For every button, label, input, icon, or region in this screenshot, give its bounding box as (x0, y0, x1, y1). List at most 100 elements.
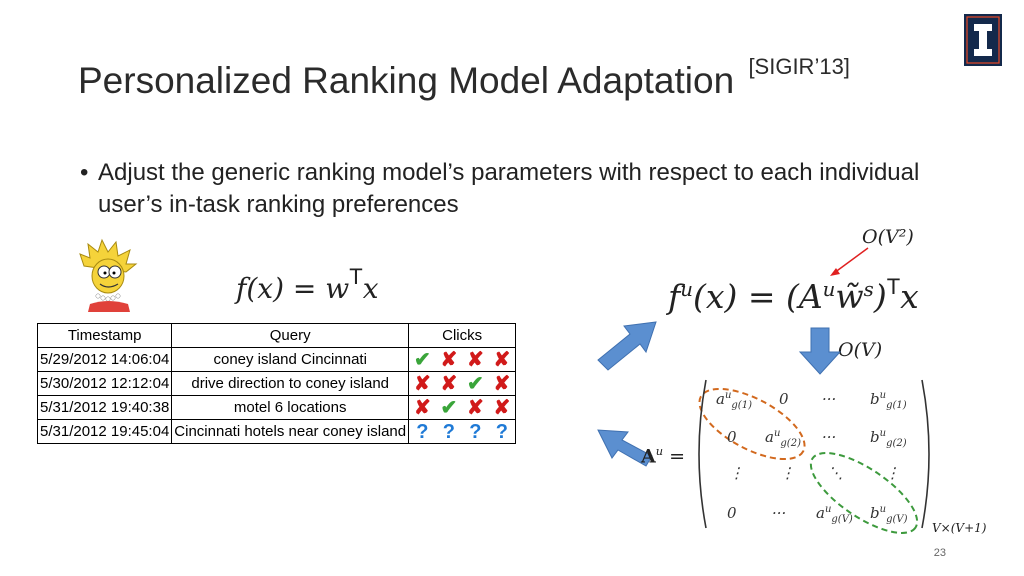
table-header-row: Timestamp Query Clicks (36, 323, 517, 348)
cell-r1c4-base: b (870, 390, 880, 408)
clicks-cell: ✔✘✘✘ (408, 347, 517, 372)
complexity-o-v-squared: O(V²) (862, 226, 914, 248)
adaptation-matrix: aug(1) 0 ··· bug(1) 0 aug(2) ··· bug(2) … (690, 376, 930, 532)
query-cell: Cincinnati hotels near coney island (171, 419, 410, 444)
matrix-label: Au = (641, 444, 685, 467)
cell-r2c2-sub: g(2) (780, 438, 801, 449)
matrix-cell-r2c1: 0 (727, 428, 737, 446)
matrix-cell-r1c3: ··· (822, 390, 837, 408)
skipped-cross-icon: ✘ (493, 396, 511, 419)
matrix-cell-r4c4: bug(V) (870, 504, 908, 525)
matrix-size-label: V×(V+1) (932, 521, 987, 535)
bullet-text: Adjust the generic ranking model’s param… (98, 159, 920, 218)
matrix-brackets (698, 379, 930, 529)
matrix-cell-r3c4: ⋮ (885, 464, 900, 482)
matrix-label-u: u (655, 444, 664, 458)
formula-generic-main: f(x) = w (236, 272, 350, 305)
matrix-cell-r2c2: aug(2) (765, 428, 801, 449)
skipped-cross-icon: ✘ (466, 396, 484, 419)
skipped-cross-icon: ✘ (413, 372, 431, 395)
complexity-o-v: O(V) (838, 339, 883, 361)
slide-title-text: Personalized Ranking Model Adaptation (78, 60, 735, 101)
header-timestamp: Timestamp (36, 323, 173, 348)
clicked-check-icon: ✔ (413, 348, 431, 371)
formula-generic-x: x (362, 272, 379, 305)
red-pointer-arrowhead (830, 268, 840, 276)
matrix-cell-r3c2: ⋮ (780, 464, 795, 482)
skipped-cross-icon: ✘ (493, 372, 511, 395)
formula-user-x: x (900, 277, 919, 316)
cell-r4c3-sub: g(V) (831, 514, 853, 525)
bullet-point: • Adjust the generic ranking model’s par… (80, 157, 950, 221)
formula-generic-transpose: T (349, 264, 363, 289)
timestamp-cell: 5/30/2012 12:12:04 (36, 371, 173, 396)
cell-r4c3-base: a (816, 504, 825, 522)
cell-r2c4-sup: u (879, 428, 887, 439)
matrix-cell-r4c1: 0 (727, 504, 737, 522)
matrix-cell-r3c3: ⋱ (828, 464, 843, 482)
user-ranking-formula: fu(x) = (Auw̃s)Tx (668, 274, 919, 316)
cell-r2c2-base: a (765, 428, 774, 446)
cell-r1c4-sub: g(1) (886, 400, 907, 411)
header-query: Query (171, 323, 410, 348)
skipped-cross-icon: ✘ (440, 372, 458, 395)
table-row: 5/31/2012 19:45:04 Cincinnati hotels nea… (36, 419, 517, 444)
matrix-cell-r2c3: ··· (822, 428, 837, 446)
clicked-check-icon: ✔ (466, 372, 484, 395)
clicks-cell: ✘ ✘ ✔ ✘ (408, 371, 517, 396)
skipped-cross-icon: ✘ (440, 348, 458, 371)
timestamp-cell: 5/31/2012 19:45:04 (36, 419, 173, 444)
query-cell: drive direction to coney island (171, 371, 410, 396)
clicks-cell: ???? (408, 419, 517, 444)
unknown-question-icon: ? (416, 420, 429, 443)
cell-r4c4-base: b (870, 504, 880, 522)
slide-title: Personalized Ranking Model Adaptation [S… (78, 54, 850, 102)
cell-r4c4-sub: g(V) (886, 514, 908, 525)
skipped-cross-icon: ✘ (493, 348, 511, 371)
bullet-symbol: • (80, 159, 89, 186)
query-log-table: Timestamp Query Clicks 5/29/2012 14:06:0… (36, 323, 517, 444)
cell-r4c4-sup: u (879, 504, 887, 515)
red-pointer-arrow (833, 247, 869, 274)
blue-arrow-up-right (597, 321, 657, 371)
query-cell: motel 6 locations (171, 395, 410, 420)
page-number: 23 (933, 547, 946, 559)
matrix-cell-r1c4: bug(1) (870, 390, 907, 411)
university-logo (964, 14, 1002, 66)
cell-r2c2-sup: u (773, 428, 781, 439)
cartoon-user-icon (79, 238, 138, 312)
timestamp-cell: 5/29/2012 14:06:04 (36, 347, 173, 372)
formula-user-f: f (668, 277, 681, 316)
timestamp-cell: 5/31/2012 19:40:38 (36, 395, 173, 420)
cell-r4c3-sup: u (824, 504, 832, 515)
skipped-cross-icon: ✘ (413, 396, 431, 419)
formula-user-close: ) (873, 277, 887, 316)
cell-r1c1-base: a (716, 390, 725, 408)
matrix-label-a: A (641, 445, 656, 468)
matrix-cell-r1c1: aug(1) (716, 390, 752, 411)
table-row: 5/30/2012 12:12:04 drive direction to co… (36, 371, 517, 396)
formula-user-s: s (863, 278, 874, 301)
matrix-cell-r2c4: bug(2) (870, 428, 907, 449)
header-clicks: Clicks (408, 323, 517, 348)
matrix-cell-r1c2: 0 (779, 390, 789, 408)
formula-user-transpose: T (886, 274, 901, 299)
generic-ranking-formula: f(x) = wTx (236, 264, 379, 305)
cell-r1c4-sup: u (879, 390, 887, 401)
cell-r1c1-sub: g(1) (731, 400, 752, 411)
table-row: 5/29/2012 14:06:04 coney island Cincinna… (36, 347, 517, 372)
blue-arrow-down (798, 327, 842, 375)
clicks-cell: ✘ ✔ ✘ ✘ (408, 395, 517, 420)
formula-user-mid: (x) = (A (692, 277, 823, 316)
table-row: 5/31/2012 19:40:38 motel 6 locations ✘✔✘… (36, 395, 517, 420)
unknown-question-icon: ? (442, 420, 455, 443)
formula-user-u: u (680, 278, 693, 301)
matrix-equals: = (669, 445, 686, 468)
cell-r2c4-base: b (870, 428, 880, 446)
clicked-check-icon: ✔ (440, 396, 458, 419)
query-cell: coney island Cincinnati (171, 347, 410, 372)
unknown-question-icon: ? (495, 420, 508, 443)
formula-user-u2: u (822, 278, 836, 301)
cell-r2c4-sub: g(2) (886, 438, 907, 449)
unknown-question-icon: ? (469, 420, 482, 443)
